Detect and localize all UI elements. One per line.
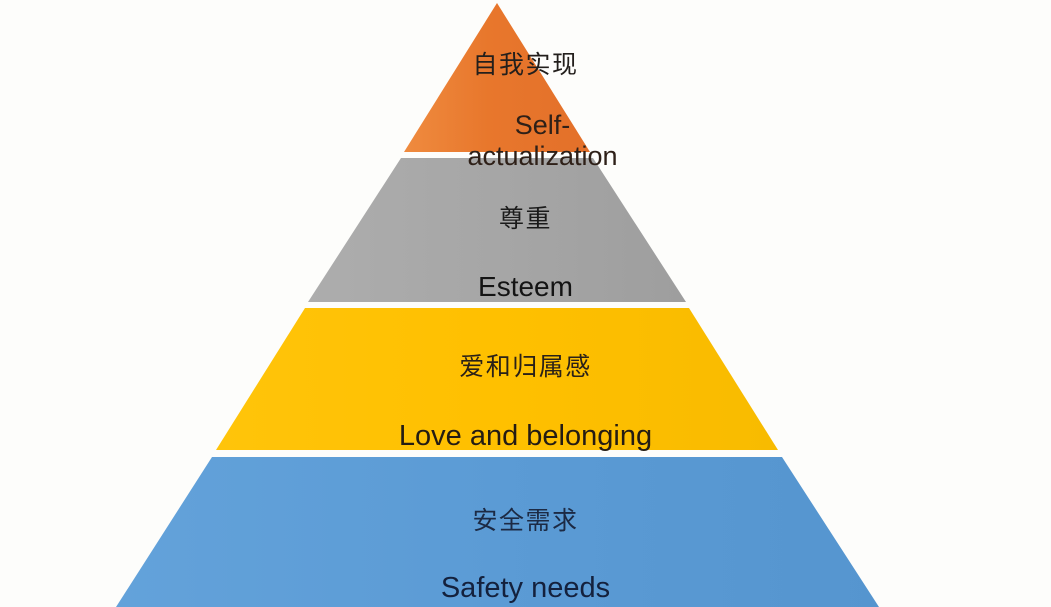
tier-shape-self-actualization	[404, 3, 590, 152]
tier-shape-love-and-belonging	[216, 308, 778, 450]
tier-shape-esteem	[308, 158, 686, 302]
tier-shape-safety-needs	[116, 457, 879, 607]
